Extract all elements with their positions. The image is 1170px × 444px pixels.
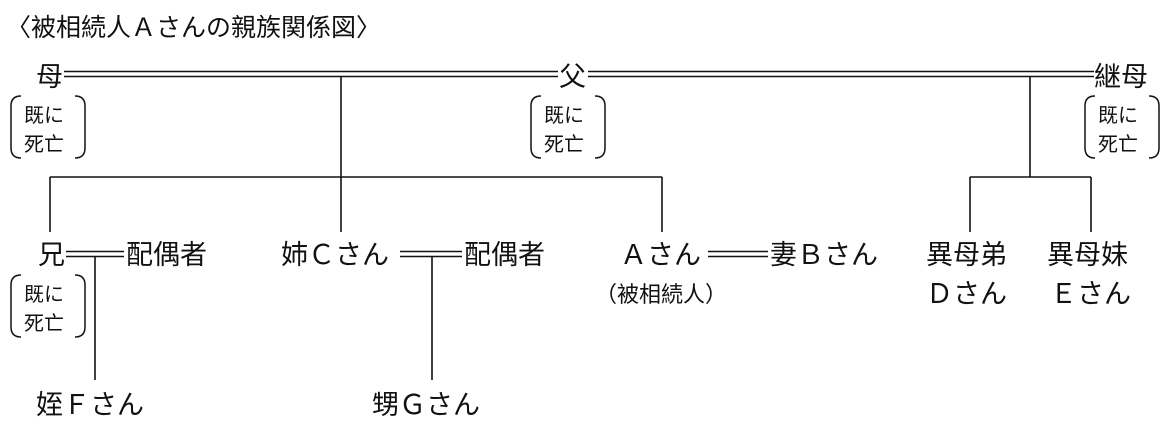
person-sister-spouse: 配偶者 [464, 240, 545, 271]
svg-text:既に: 既に [1098, 103, 1138, 127]
person-a-role: （被相続人） [595, 283, 727, 308]
person-nephew-g: 甥Ｇさん [372, 390, 480, 421]
descent-lines-first-marriage [49, 77, 663, 232]
person-father: 父 [559, 62, 586, 93]
deceased-status-elder-brother: 既に 死亡 [10, 274, 86, 338]
descent-lines-second-marriage [969, 77, 1092, 232]
marriage-line-sister-spouse [400, 250, 462, 258]
person-stepmother: 継母 [1094, 62, 1148, 93]
marriage-line-mother-father [64, 70, 558, 78]
deceased-status-mother: 既に 死亡 [10, 95, 86, 159]
person-sister-c: 姉Ｃさん [281, 240, 389, 271]
svg-text:既に: 既に [544, 103, 584, 127]
person-elder-brother: 兄 [38, 240, 65, 271]
deceased-status-father: 既に 死亡 [530, 95, 606, 159]
diagram-title: 〈被相続人Ａさんの親族関係図〉 [6, 13, 381, 42]
person-a: Ａさん [620, 240, 701, 271]
svg-text:死亡: 死亡 [24, 311, 64, 335]
marriage-line-a-wife [708, 250, 768, 258]
person-brother-spouse: 配偶者 [126, 240, 207, 271]
person-half-brother: 異母弟 [926, 240, 1007, 271]
svg-text:死亡: 死亡 [1098, 132, 1138, 156]
svg-text:死亡: 死亡 [24, 132, 64, 156]
person-half-sister: 異母妹 [1047, 240, 1128, 271]
person-half-sister-name: Ｅさん [1050, 279, 1131, 310]
svg-text:既に: 既に [24, 103, 64, 127]
deceased-status-stepmother: 既に 死亡 [1084, 95, 1160, 159]
person-niece-f: 姪Ｆさん [36, 390, 144, 421]
marriage-line-father-stepmother [588, 70, 1094, 78]
person-mother: 母 [36, 62, 63, 93]
marriage-line-brother-spouse [66, 250, 124, 258]
svg-text:既に: 既に [24, 282, 64, 306]
person-half-brother-name: Ｄさん [926, 279, 1007, 310]
svg-text:死亡: 死亡 [544, 132, 584, 156]
person-wife-b: 妻Ｂさん [770, 240, 878, 271]
